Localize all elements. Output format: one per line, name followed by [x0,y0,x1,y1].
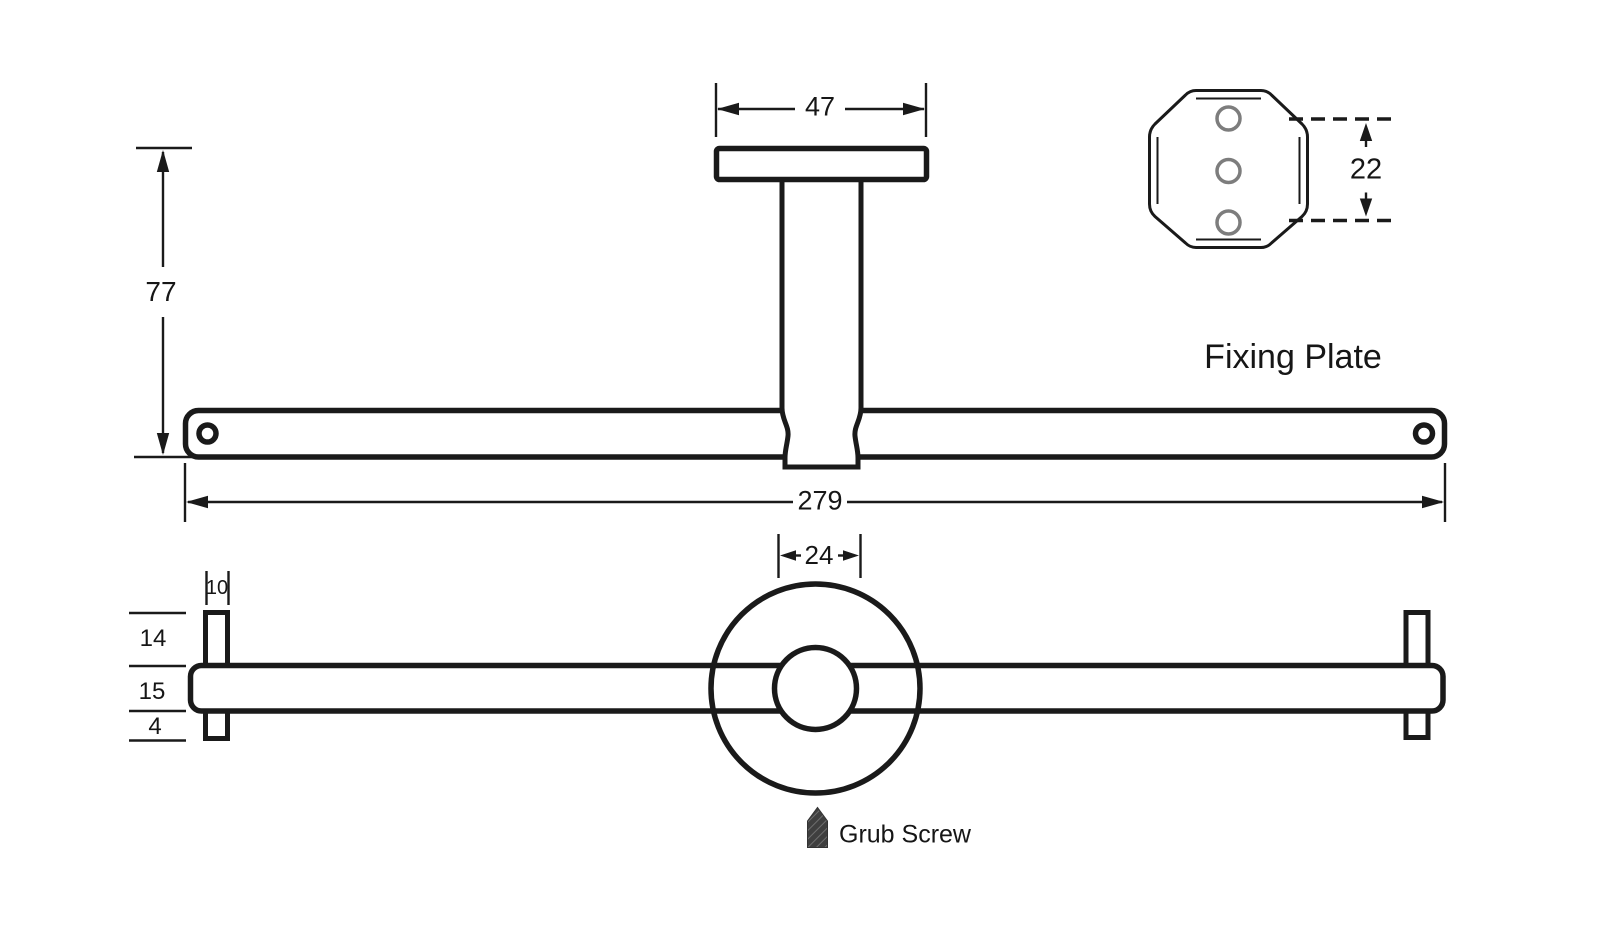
arrow-up-icon [1359,123,1373,141]
arrow-left-icon [186,495,208,509]
grub-screw-label: Grub Screw [839,820,971,849]
dim-4-label: 4 [148,713,162,740]
arrow-right-icon [903,102,925,116]
dim-279-label: 279 [797,485,843,516]
arrow-left-icon [780,550,796,561]
dim-stack-lines [129,611,186,742]
front-view [134,83,1448,522]
fixing-plate-title: Fixing Plate [1204,338,1382,376]
arrow-left-icon [717,102,739,116]
dim-15-label: 15 [138,678,166,705]
post-section-circle [771,644,860,733]
dim-77-lines [134,146,192,459]
dim-24-lines [777,534,862,578]
dim-10-lines [205,571,230,605]
rail-hole-right [1412,422,1436,445]
dim-24-label: 24 [804,540,834,570]
end-pin-left-bottom [203,708,230,741]
fixing-plate-hole-bottom [1215,209,1242,236]
dim-279-lines [183,463,1447,522]
end-pin-left-top [203,610,230,668]
wall-flange-circle [708,581,923,796]
end-pin-right-top [1403,610,1431,668]
dim-47-lines [714,83,928,137]
plan-view [129,534,1446,848]
arrow-right-icon [843,550,859,561]
dim-22-label: 22 [1349,153,1383,186]
dim-14-label: 14 [139,625,167,652]
arrow-down-icon [156,433,170,455]
rail-hole-left [196,422,219,445]
fixing-plate-outline [1148,89,1309,249]
grub-screw-icon [807,806,828,848]
post-stem [779,169,864,470]
arrow-right-icon [1422,495,1444,509]
dim-10-label: 10 [205,577,229,599]
wall-plate-profile [713,145,930,183]
arrow-up-icon [156,150,170,172]
arrow-down-icon [1359,198,1373,217]
dim-47-label: 47 [804,91,836,122]
dim-22-lines [1289,117,1398,223]
end-pin-right-bottom [1403,708,1431,740]
fixing-plate-hole-middle [1215,157,1242,185]
fixing-plate-hole-top [1215,105,1242,132]
dim-77-label: 77 [145,276,177,307]
fixing-plate-view [1148,89,1398,249]
